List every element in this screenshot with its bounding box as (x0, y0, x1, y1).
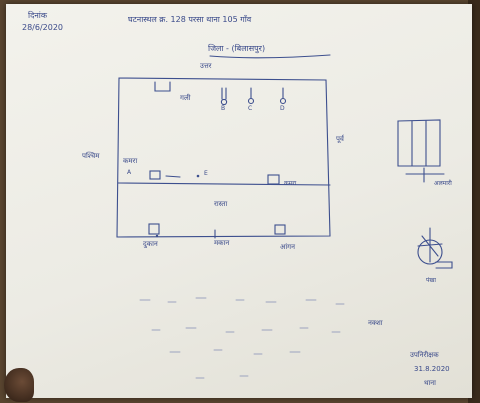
faint-dashes (139, 297, 345, 379)
fan-label: पंखा (426, 277, 436, 284)
marker-c: C (248, 105, 253, 112)
header-date: 28/6/2020 (22, 23, 64, 32)
bottom-box-left (148, 223, 160, 235)
plan-road-line (117, 182, 331, 186)
cabinet-outline (397, 119, 441, 167)
top-circle-1 (220, 98, 228, 106)
bottom-dot (155, 234, 159, 238)
road-label: रास्ता (214, 200, 228, 208)
signature-line1: उपनिरीक्षक (410, 351, 439, 359)
signature-line3: थाना (424, 379, 436, 387)
fan-blades (417, 227, 443, 263)
top-circle-2 (247, 97, 255, 105)
east-label: पूर्व (336, 135, 344, 143)
top-post-1 (221, 87, 227, 100)
fan-base (435, 261, 453, 269)
plan-outer-boundary (116, 77, 331, 238)
marker-a: A (127, 169, 132, 176)
mid-box-right (267, 174, 280, 185)
footer-right-note: नक्शा (368, 319, 383, 327)
mid-left-label: कमरा (123, 157, 138, 165)
cabinet-label: अलमारी (434, 180, 452, 187)
top-box (154, 81, 171, 92)
paper-sheet (6, 4, 472, 398)
header-label: दिनांक (28, 11, 47, 20)
bottom-left-label: दुकान (143, 240, 158, 248)
cabinet-base (405, 167, 445, 183)
header-title-line1: घटनास्थल क्र. 128 परसा थाना 105 गाँव (128, 15, 252, 24)
mid-dot (196, 174, 200, 178)
bottom-right-label: आंगन (280, 243, 295, 251)
mid-box-left (149, 170, 161, 180)
north-label: उत्तर (200, 62, 212, 70)
marker-b: B (221, 105, 226, 112)
cabinet-dividers (411, 120, 427, 167)
west-label: पश्चिम (82, 152, 100, 160)
marker-d: D (280, 105, 285, 112)
bottom-box-right (274, 224, 286, 235)
title-underline (209, 54, 331, 59)
mid-dash (165, 175, 181, 178)
signature-date: 31.8.2020 (414, 365, 450, 373)
header-title-line2: जिला - (बिलासपुर) (208, 44, 266, 53)
bottom-mid-label: मकान (214, 239, 230, 247)
thumb (4, 368, 34, 402)
top-circle-3 (279, 97, 287, 105)
mid-right-label: कमरा (284, 180, 297, 187)
room-top-label: गली (180, 94, 191, 102)
marker-e: E (204, 170, 208, 177)
